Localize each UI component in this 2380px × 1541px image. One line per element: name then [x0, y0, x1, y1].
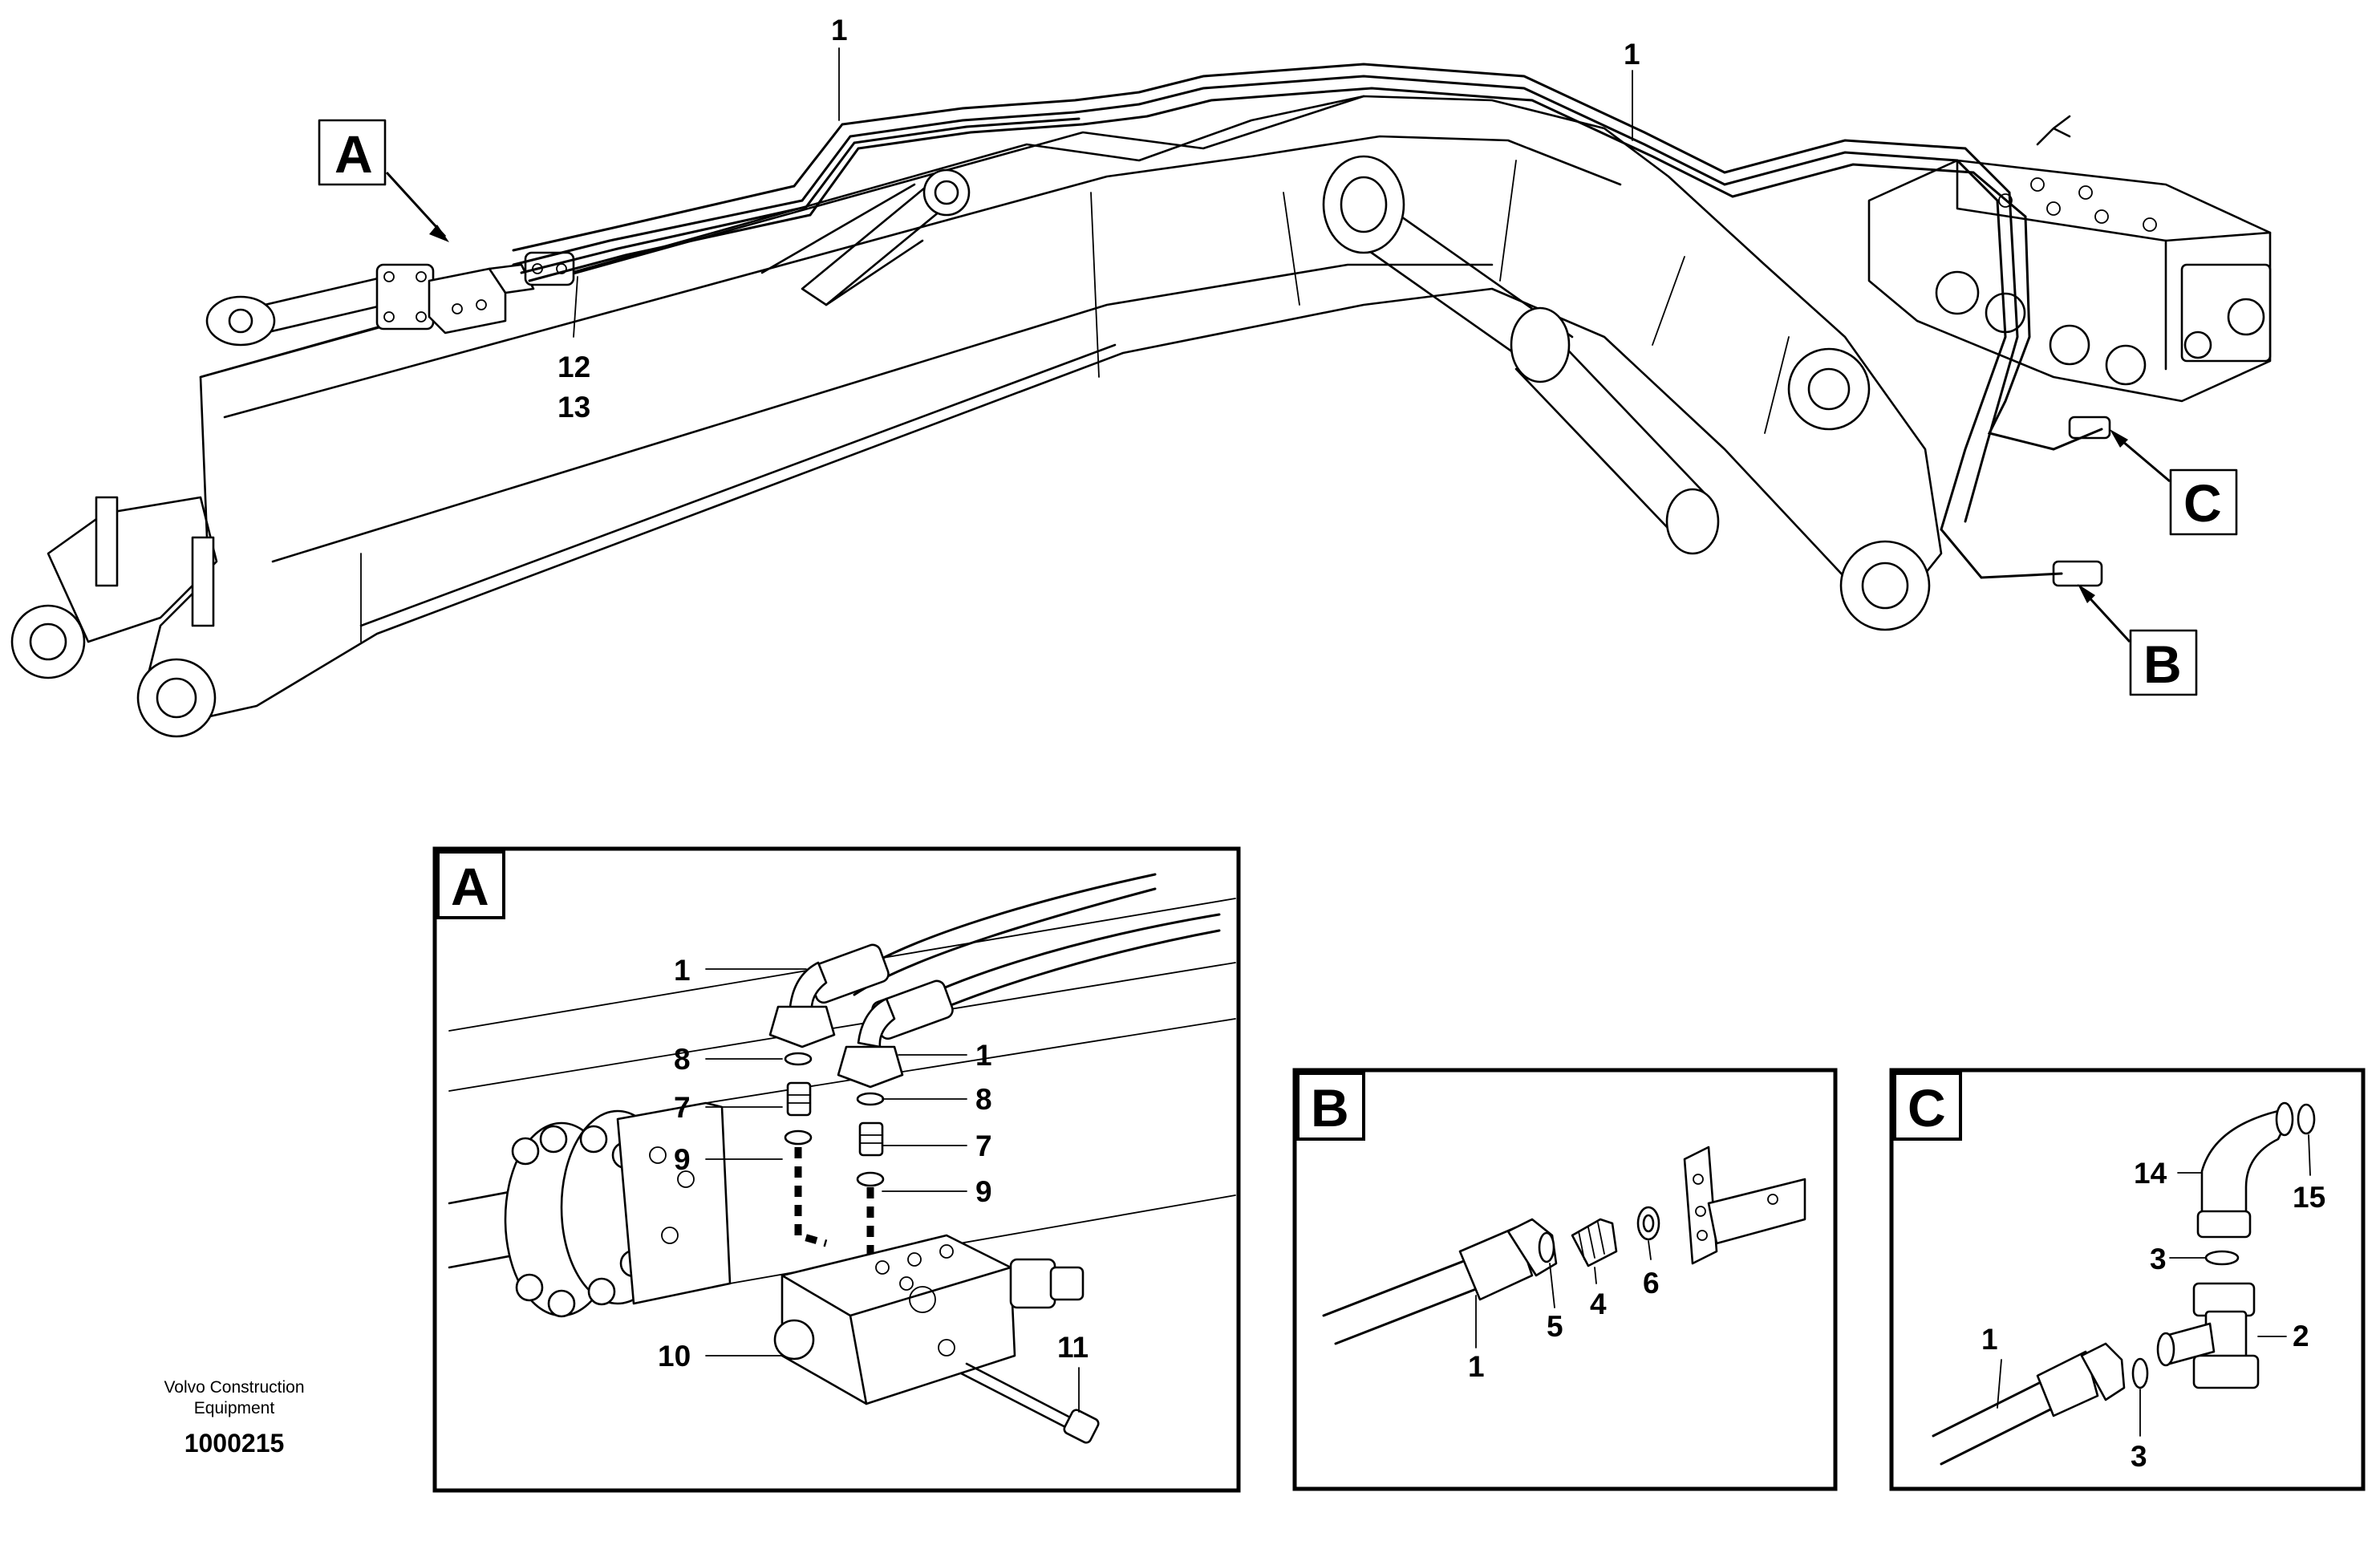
detail-b-title: B	[1311, 1078, 1349, 1138]
label-a-seal-left: 8	[674, 1043, 691, 1076]
label-hose-left: 1	[831, 14, 848, 47]
label-13: 13	[557, 391, 590, 424]
label-a-nipple-right: 7	[975, 1129, 992, 1162]
callout-b-text: B	[2143, 635, 2182, 694]
label-12: 12	[557, 351, 590, 383]
label-b-hose: 1	[1468, 1350, 1485, 1383]
label-c-hose: 1	[1981, 1323, 1998, 1356]
label-b-nipple: 4	[1590, 1288, 1607, 1320]
boom-drawing	[10, 95, 1943, 738]
overview-labels: 1 1 12 13	[557, 14, 1640, 424]
detail-c-panel: C 14 15 3 2 1 3	[1889, 1068, 2366, 1491]
label-c-o-ring-lower: 3	[2131, 1440, 2147, 1473]
hose-bundle	[512, 63, 2103, 579]
label-c-tee: 2	[2293, 1320, 2309, 1352]
label-c-seal-top: 15	[2293, 1181, 2325, 1214]
label-a-screw: 11	[1057, 1331, 1089, 1364]
control-valve-right	[1867, 115, 2272, 587]
detail-c-title: C	[1908, 1078, 1946, 1138]
company-name-line2: Equipment	[194, 1399, 275, 1417]
label-b-o-ring: 5	[1547, 1310, 1563, 1343]
label-c-o-ring-upper: 3	[2150, 1243, 2167, 1275]
footer: Volvo Construction Equipment 1000215	[164, 1378, 304, 1458]
arm-cylinder-left	[205, 251, 575, 347]
label-a-washer-left: 9	[674, 1143, 691, 1176]
detail-b-panel: B 1 5 4 6	[1292, 1068, 1838, 1491]
label-a-valve-block: 10	[658, 1340, 691, 1373]
callout-a-text: A	[334, 124, 373, 184]
callout-a[interactable]: A	[318, 119, 449, 242]
callout-b[interactable]: B	[2078, 584, 2198, 696]
drawing-number: 1000215	[184, 1429, 285, 1458]
callout-c[interactable]: C	[2110, 429, 2238, 536]
label-a-seal-right: 8	[975, 1083, 992, 1116]
company-name-line1: Volvo Construction	[164, 1378, 304, 1397]
detail-a-panel: A	[432, 846, 1241, 1493]
label-a-washer-right: 9	[975, 1175, 992, 1208]
label-a-hose-upper: 1	[674, 954, 691, 987]
label-a-nipple-left: 7	[674, 1091, 691, 1124]
detail-a-title: A	[451, 857, 489, 916]
label-c-elbow: 14	[2134, 1157, 2167, 1190]
label-hose-right: 1	[1624, 38, 1640, 71]
label-a-hose-lower: 1	[975, 1039, 992, 1072]
callout-c-text: C	[2183, 473, 2222, 533]
label-b-washer: 6	[1643, 1267, 1660, 1300]
